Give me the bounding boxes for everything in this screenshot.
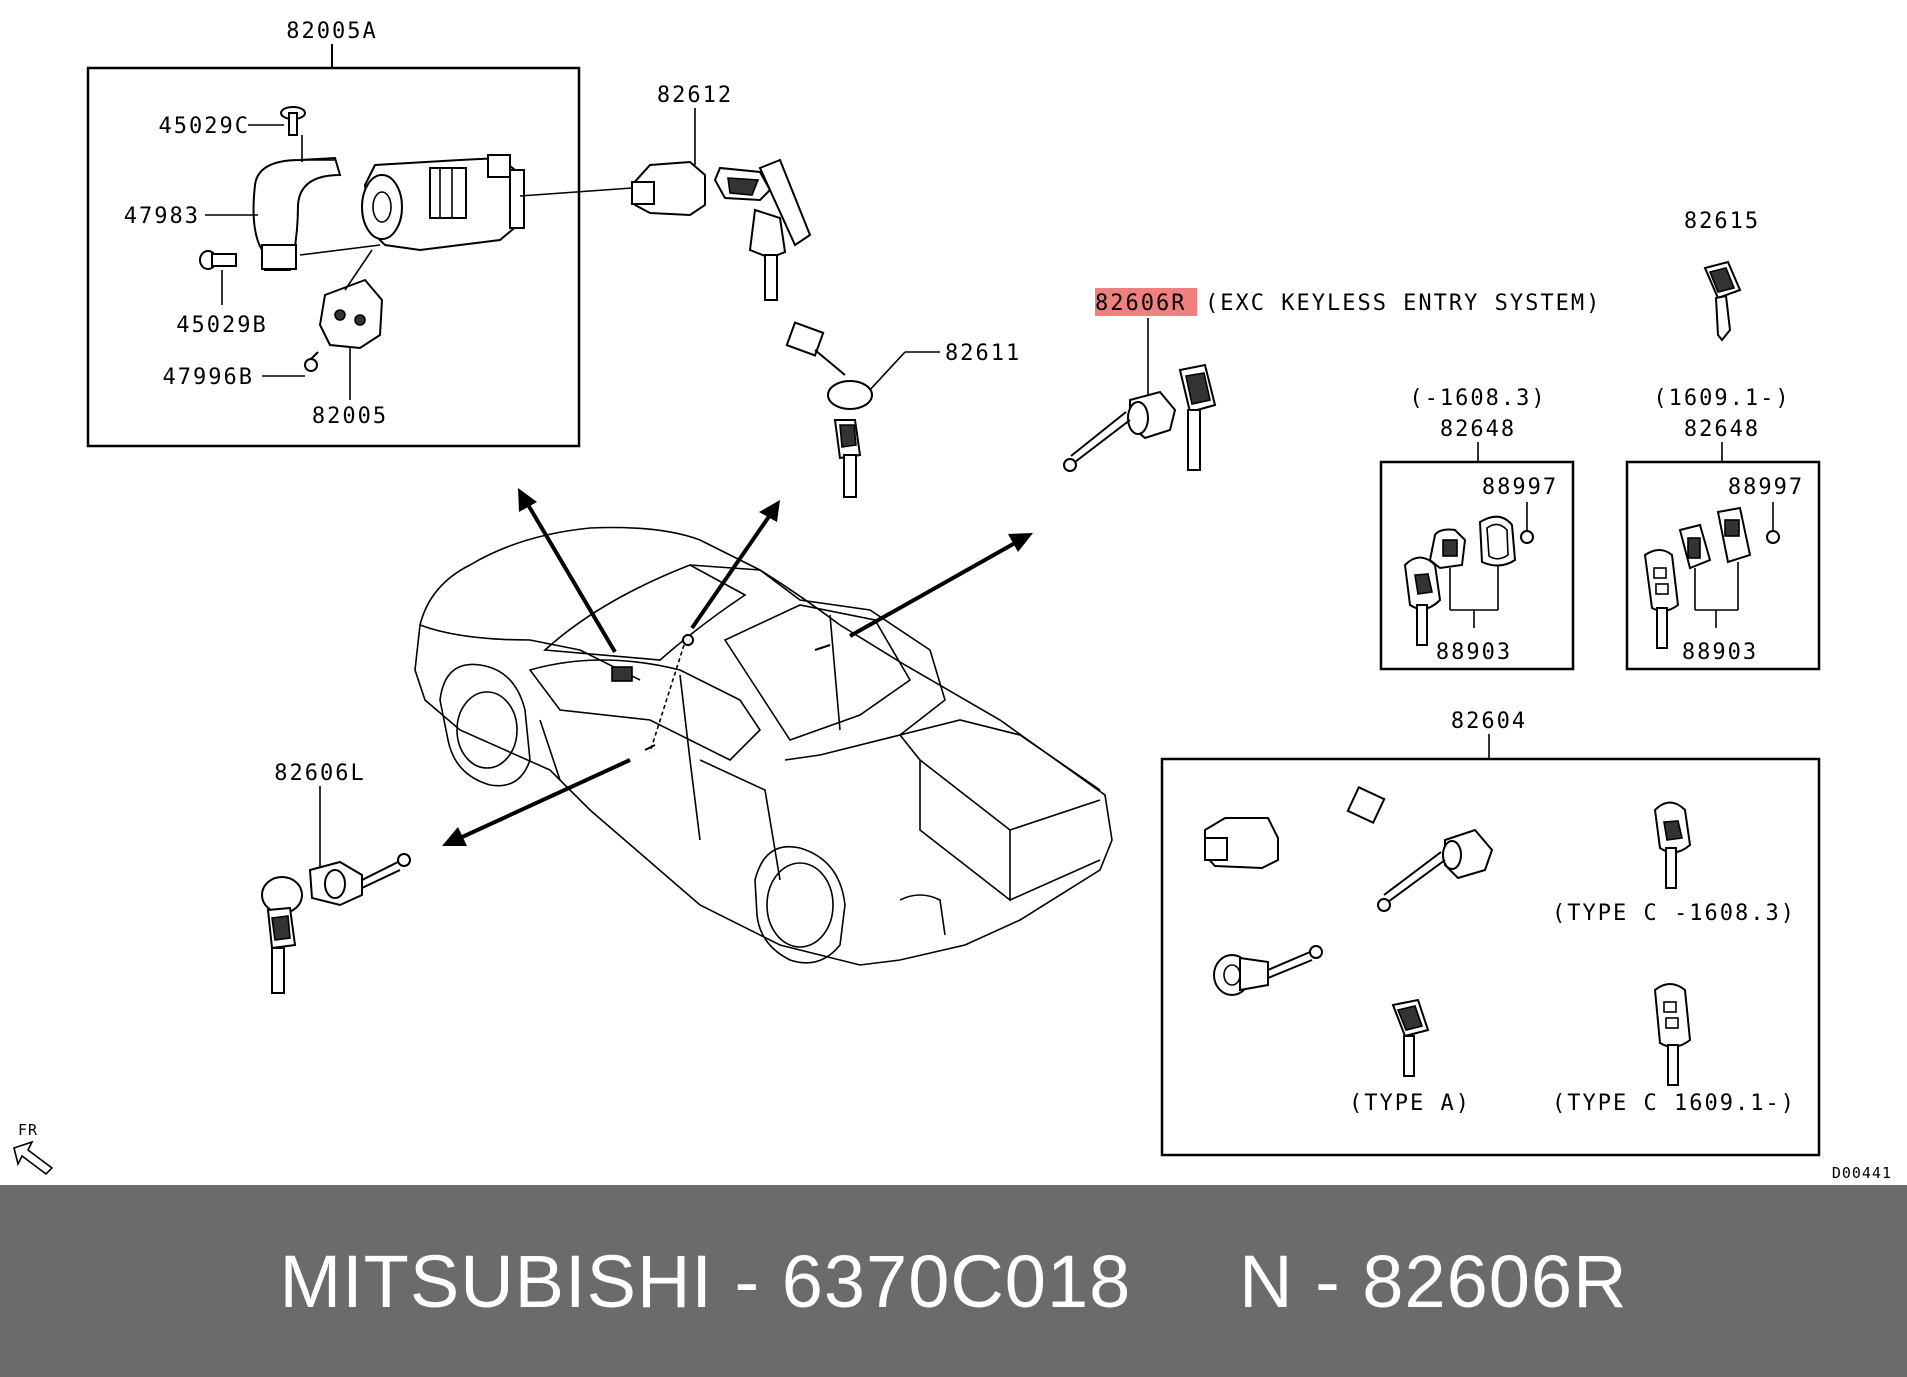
key-blank-82615: 82615 [1684,209,1760,342]
label-type-c-late: (TYPE C 1609.1-) [1552,1091,1796,1116]
remote-key-box-right [1625,460,1821,671]
glove-box-location-marker [682,634,694,646]
label-88997-right: 88997 [1728,475,1804,500]
right-door-handle-marker [814,644,831,651]
diagram-code: D00441 [1832,1164,1892,1182]
label-fr: FR [18,1121,38,1139]
footer-brand: MITSUBISHI [279,1239,713,1323]
footer-part-number: 6370C018 [781,1239,1132,1323]
label-47996B: 47996B [163,365,254,390]
remote-key-group-right: (1609.1-) 82648 88997 88903 [1625,386,1821,671]
label-82005: 82005 [312,404,388,429]
left-door-handle-marker [644,744,656,751]
ignition-cylinder-82612: 82612 [519,83,812,301]
key-cylinder-shroud [252,156,342,271]
label-82606L: 82606L [274,761,365,786]
label-82604: 82604 [1451,709,1527,734]
ignition-switch-box [86,66,581,448]
screw-45029C [280,106,306,136]
label-82648-left: 82648 [1440,417,1516,442]
footer-text: MITSUBISHI - 6370C018 N - 82606R [279,1239,1628,1323]
pointer-arrows [442,488,1033,846]
front-direction-indicator: FR [13,1121,54,1176]
ignition-location-marker [611,666,633,682]
remote-key-group-left: (-1608.3) 82648 88997 88903 [1379,386,1575,671]
label-range-left: (-1608.3) [1409,386,1546,411]
parts-diagram: 82005A [13,19,1892,1182]
label-82606R: 82606R [1095,291,1186,316]
label-88997-left: 88997 [1482,475,1558,500]
immobilizer-module-82005 [318,278,384,350]
label-88903-left: 88903 [1436,640,1512,665]
ignition-lock-body [361,154,525,252]
label-82612: 82612 [657,83,733,108]
label-type-c-early: (TYPE C -1608.3) [1552,901,1796,926]
label-82615: 82615 [1684,209,1760,234]
label-47983: 47983 [124,204,200,229]
screw-45029B [199,250,237,270]
lock-set-box [1160,757,1821,1157]
front-arrow-icon [13,1140,54,1176]
door-lock-cylinder-82606L: 82606L [261,761,411,994]
footer-banner: MITSUBISHI - 6370C018 N - 82606R [0,1185,1907,1377]
note-82606R: (EXC KEYLESS ENTRY SYSTEM) [1205,291,1601,316]
ignition-switch-group: 82005A [86,19,581,448]
label-type-a: (TYPE A) [1349,1091,1471,1116]
screw-47996B [304,351,319,372]
label-range-right: (1609.1-) [1653,386,1790,411]
label-45029B: 45029B [176,313,267,338]
label-82005A: 82005A [286,19,377,44]
highlight-82606R [1095,288,1197,316]
door-lock-cylinder-82606R: 82606R (EXC KEYLESS ENTRY SYSTEM) [1063,288,1601,472]
label-45029C: 45029C [159,114,250,139]
footer-ref-number: 82606R [1362,1239,1628,1323]
lock-set-82604: 82604 (TYPE C -1608.3) (TY [1160,709,1821,1157]
label-82611: 82611 [945,341,1021,366]
glove-box-lock-82611: 82611 [785,321,1021,498]
label-82648-right: 82648 [1684,417,1760,442]
label-88903-right: 88903 [1682,640,1758,665]
footer-ref-prefix: N [1239,1239,1294,1323]
remote-key-box-left [1379,460,1575,671]
pickup-truck-outline [414,526,1113,966]
